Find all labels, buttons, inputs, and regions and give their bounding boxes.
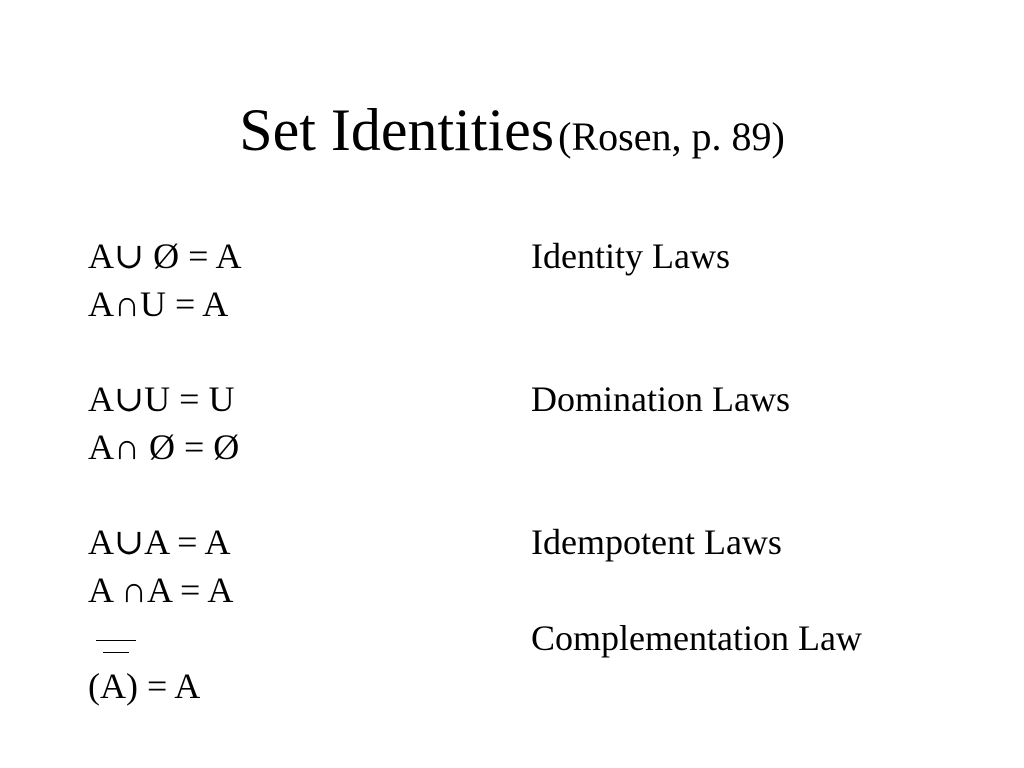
identity-formula-union: A∪ Ø = A — [88, 236, 242, 276]
slide-title: Set Identities (Rosen, p. 89) — [0, 100, 1024, 160]
title-main: Set Identities — [239, 97, 555, 163]
domination-formula-union: A∪U = U — [88, 379, 235, 419]
domination-laws-label: Domination Laws — [531, 379, 790, 419]
identity-formula-intersection: A∩U = A — [88, 284, 229, 324]
title-source: (Rosen, p. 89) — [558, 114, 785, 159]
complementation-law-label: Complementation Law — [531, 618, 862, 658]
complement-outer-overbar — [96, 640, 136, 641]
idempotent-formula-intersection: A ∩A = A — [88, 570, 234, 610]
complement-inner-overbar — [103, 652, 129, 653]
complementation-formula: (A) = A — [88, 666, 201, 706]
domination-formula-intersection: A∩ Ø = Ø — [88, 427, 240, 467]
idempotent-formula-union: A∪A = A — [88, 522, 231, 562]
idempotent-laws-label: Idempotent Laws — [531, 522, 782, 562]
identity-laws-label: Identity Laws — [531, 236, 730, 276]
